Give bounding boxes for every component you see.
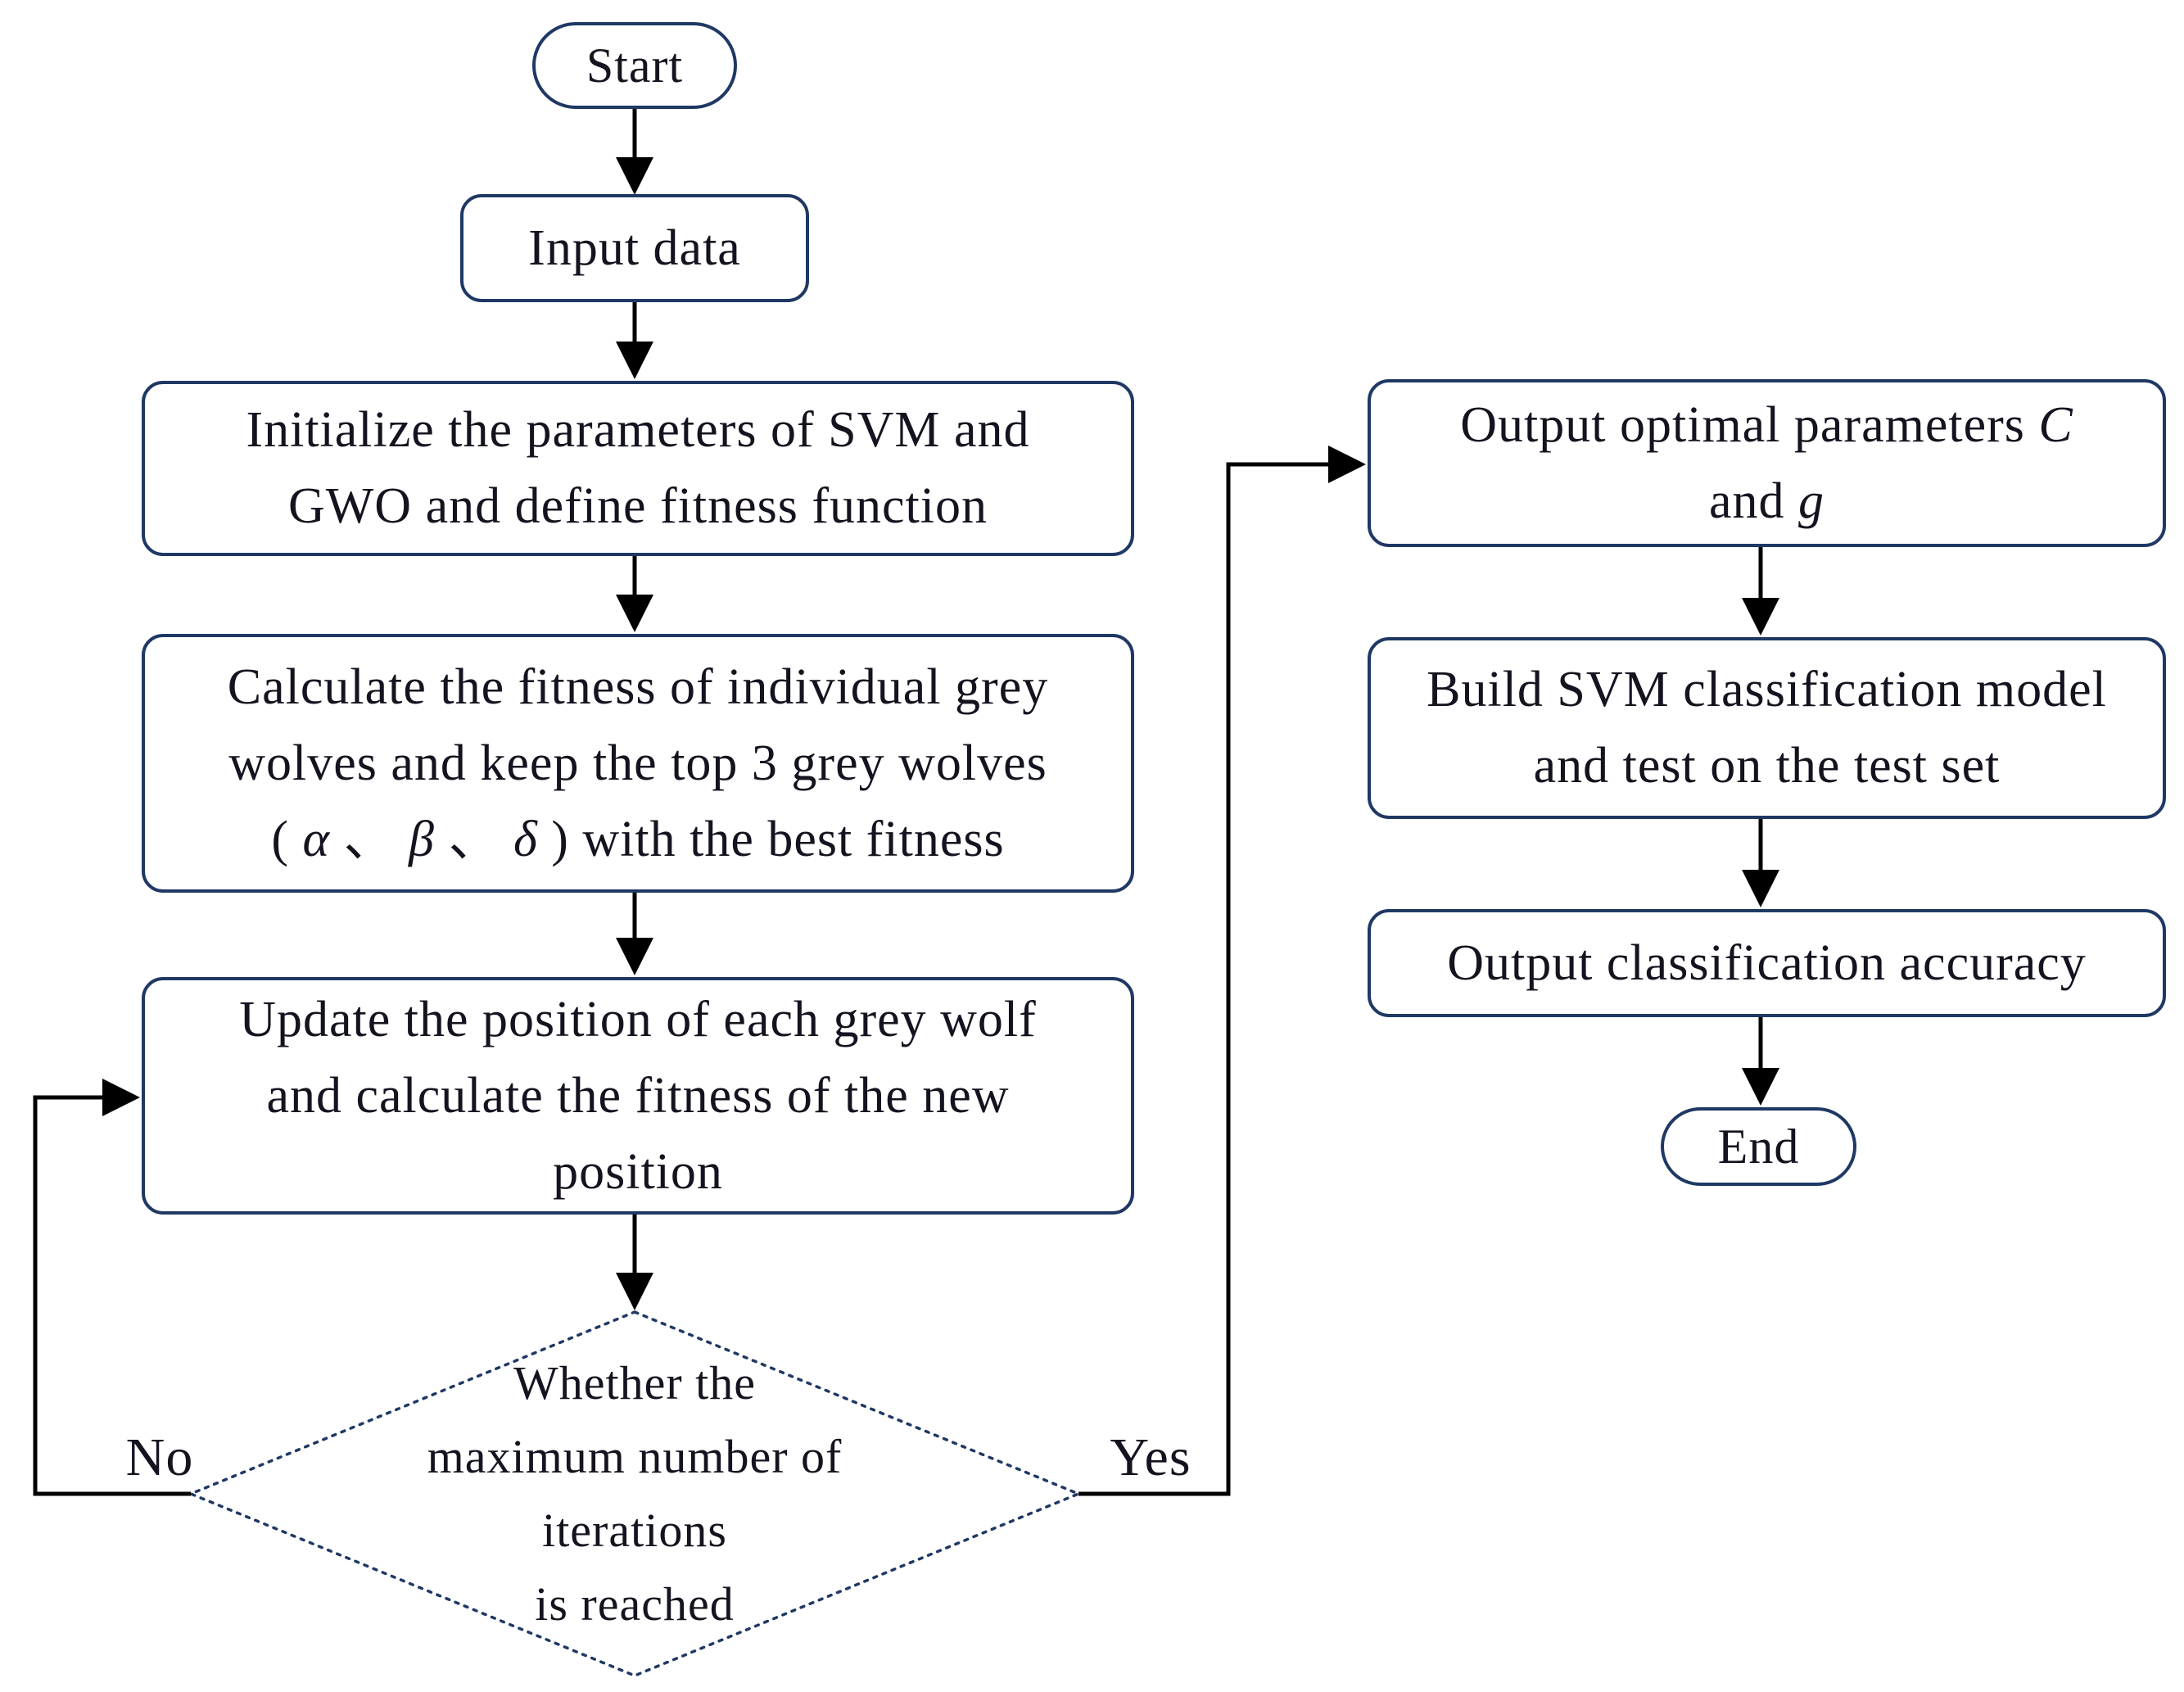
decision-node: Whether the maximum number of iterations…: [307, 1341, 962, 1646]
arrowhead-start-input: [616, 157, 653, 195]
arrowhead-no-loop: [102, 1079, 140, 1116]
output-parameters-node: Output optimal parameters C and g: [1368, 379, 2166, 547]
decision-line4: is reached: [535, 1577, 735, 1631]
decision-line2: maximum number of: [427, 1430, 843, 1484]
end-node: End: [1661, 1107, 1856, 1186]
arrowhead-initialize-calculate: [616, 595, 653, 632]
no-edge-label: No: [125, 1427, 194, 1487]
arrowhead-outputparams-build: [1742, 598, 1779, 636]
calculate-line3-sep2: 、: [434, 811, 513, 867]
param-c-variable: C: [2038, 396, 2073, 453]
initialize-line2: GWO and define fitness function: [288, 478, 988, 534]
update-line3: position: [553, 1143, 723, 1200]
calculate-fitness-node: Calculate the fitness of individual grey…: [142, 634, 1134, 893]
output-parameters-line2: and g: [1709, 464, 1825, 540]
output-parameters-line1-text: Output optimal parameters: [1460, 396, 2039, 453]
arrowhead-update-decision: [616, 1273, 653, 1310]
initialize-line1: Initialize the parameters of SVM and: [246, 402, 1030, 458]
connector-no-loop: [33, 1095, 191, 1496]
greek-beta: β: [409, 811, 435, 867]
decision-line3: iterations: [542, 1504, 727, 1557]
output-parameters-line2-text: and: [1708, 473, 1799, 529]
calculate-line1: Calculate the fitness of individual grey: [227, 658, 1049, 715]
arrowhead-calculate-update: [616, 938, 653, 975]
initialize-node: Initialize the parameters of SVM and GWO…: [142, 381, 1134, 556]
greek-alpha: α: [302, 811, 331, 867]
start-node: Start: [532, 22, 737, 109]
yes-edge-label: Yes: [1110, 1427, 1191, 1487]
calculate-line3-open: (: [271, 811, 303, 867]
connector-yes-branch: [1078, 462, 1361, 1496]
input-data-node: Input data: [460, 194, 809, 302]
arrowhead-yes-branch: [1328, 446, 1366, 483]
decision-diamond-shape: [187, 1310, 1083, 1677]
calculate-line2: wolves and keep the top 3 grey wolves: [228, 735, 1047, 791]
arrowhead-input-initialize: [616, 342, 653, 379]
end-label: End: [1717, 1120, 1800, 1174]
output-parameters-line1: Output optimal parameters C: [1460, 387, 2073, 464]
param-g-variable: g: [1798, 473, 1825, 529]
calculate-line3-sep1: 、: [330, 811, 409, 867]
decision-line1: Whether the: [513, 1356, 756, 1410]
calculate-line3: ( α 、 β 、 δ ) with the best fitness: [271, 802, 1004, 878]
start-label: Start: [586, 38, 684, 93]
build-model-line1: Build SVM classification model: [1427, 662, 2107, 717]
output-accuracy-node: Output classification accuracy: [1368, 909, 2166, 1017]
calculate-line3-close: ) with the best fitness: [537, 811, 1005, 867]
arrowhead-accuracy-end: [1742, 1068, 1779, 1106]
update-position-node: Update the position of each grey wolf an…: [142, 977, 1134, 1215]
input-data-label: Input data: [528, 219, 741, 276]
build-model-line2: and test on the test set: [1533, 738, 2001, 794]
update-line1: Update the position of each grey wolf: [239, 991, 1037, 1047]
build-model-node: Build SVM classification model and test …: [1368, 637, 2166, 819]
update-line2: and calculate the fitness of the new: [266, 1067, 1010, 1124]
greek-delta: δ: [513, 811, 538, 867]
arrowhead-build-accuracy: [1742, 870, 1779, 907]
output-accuracy-label: Output classification accuracy: [1447, 934, 2087, 991]
